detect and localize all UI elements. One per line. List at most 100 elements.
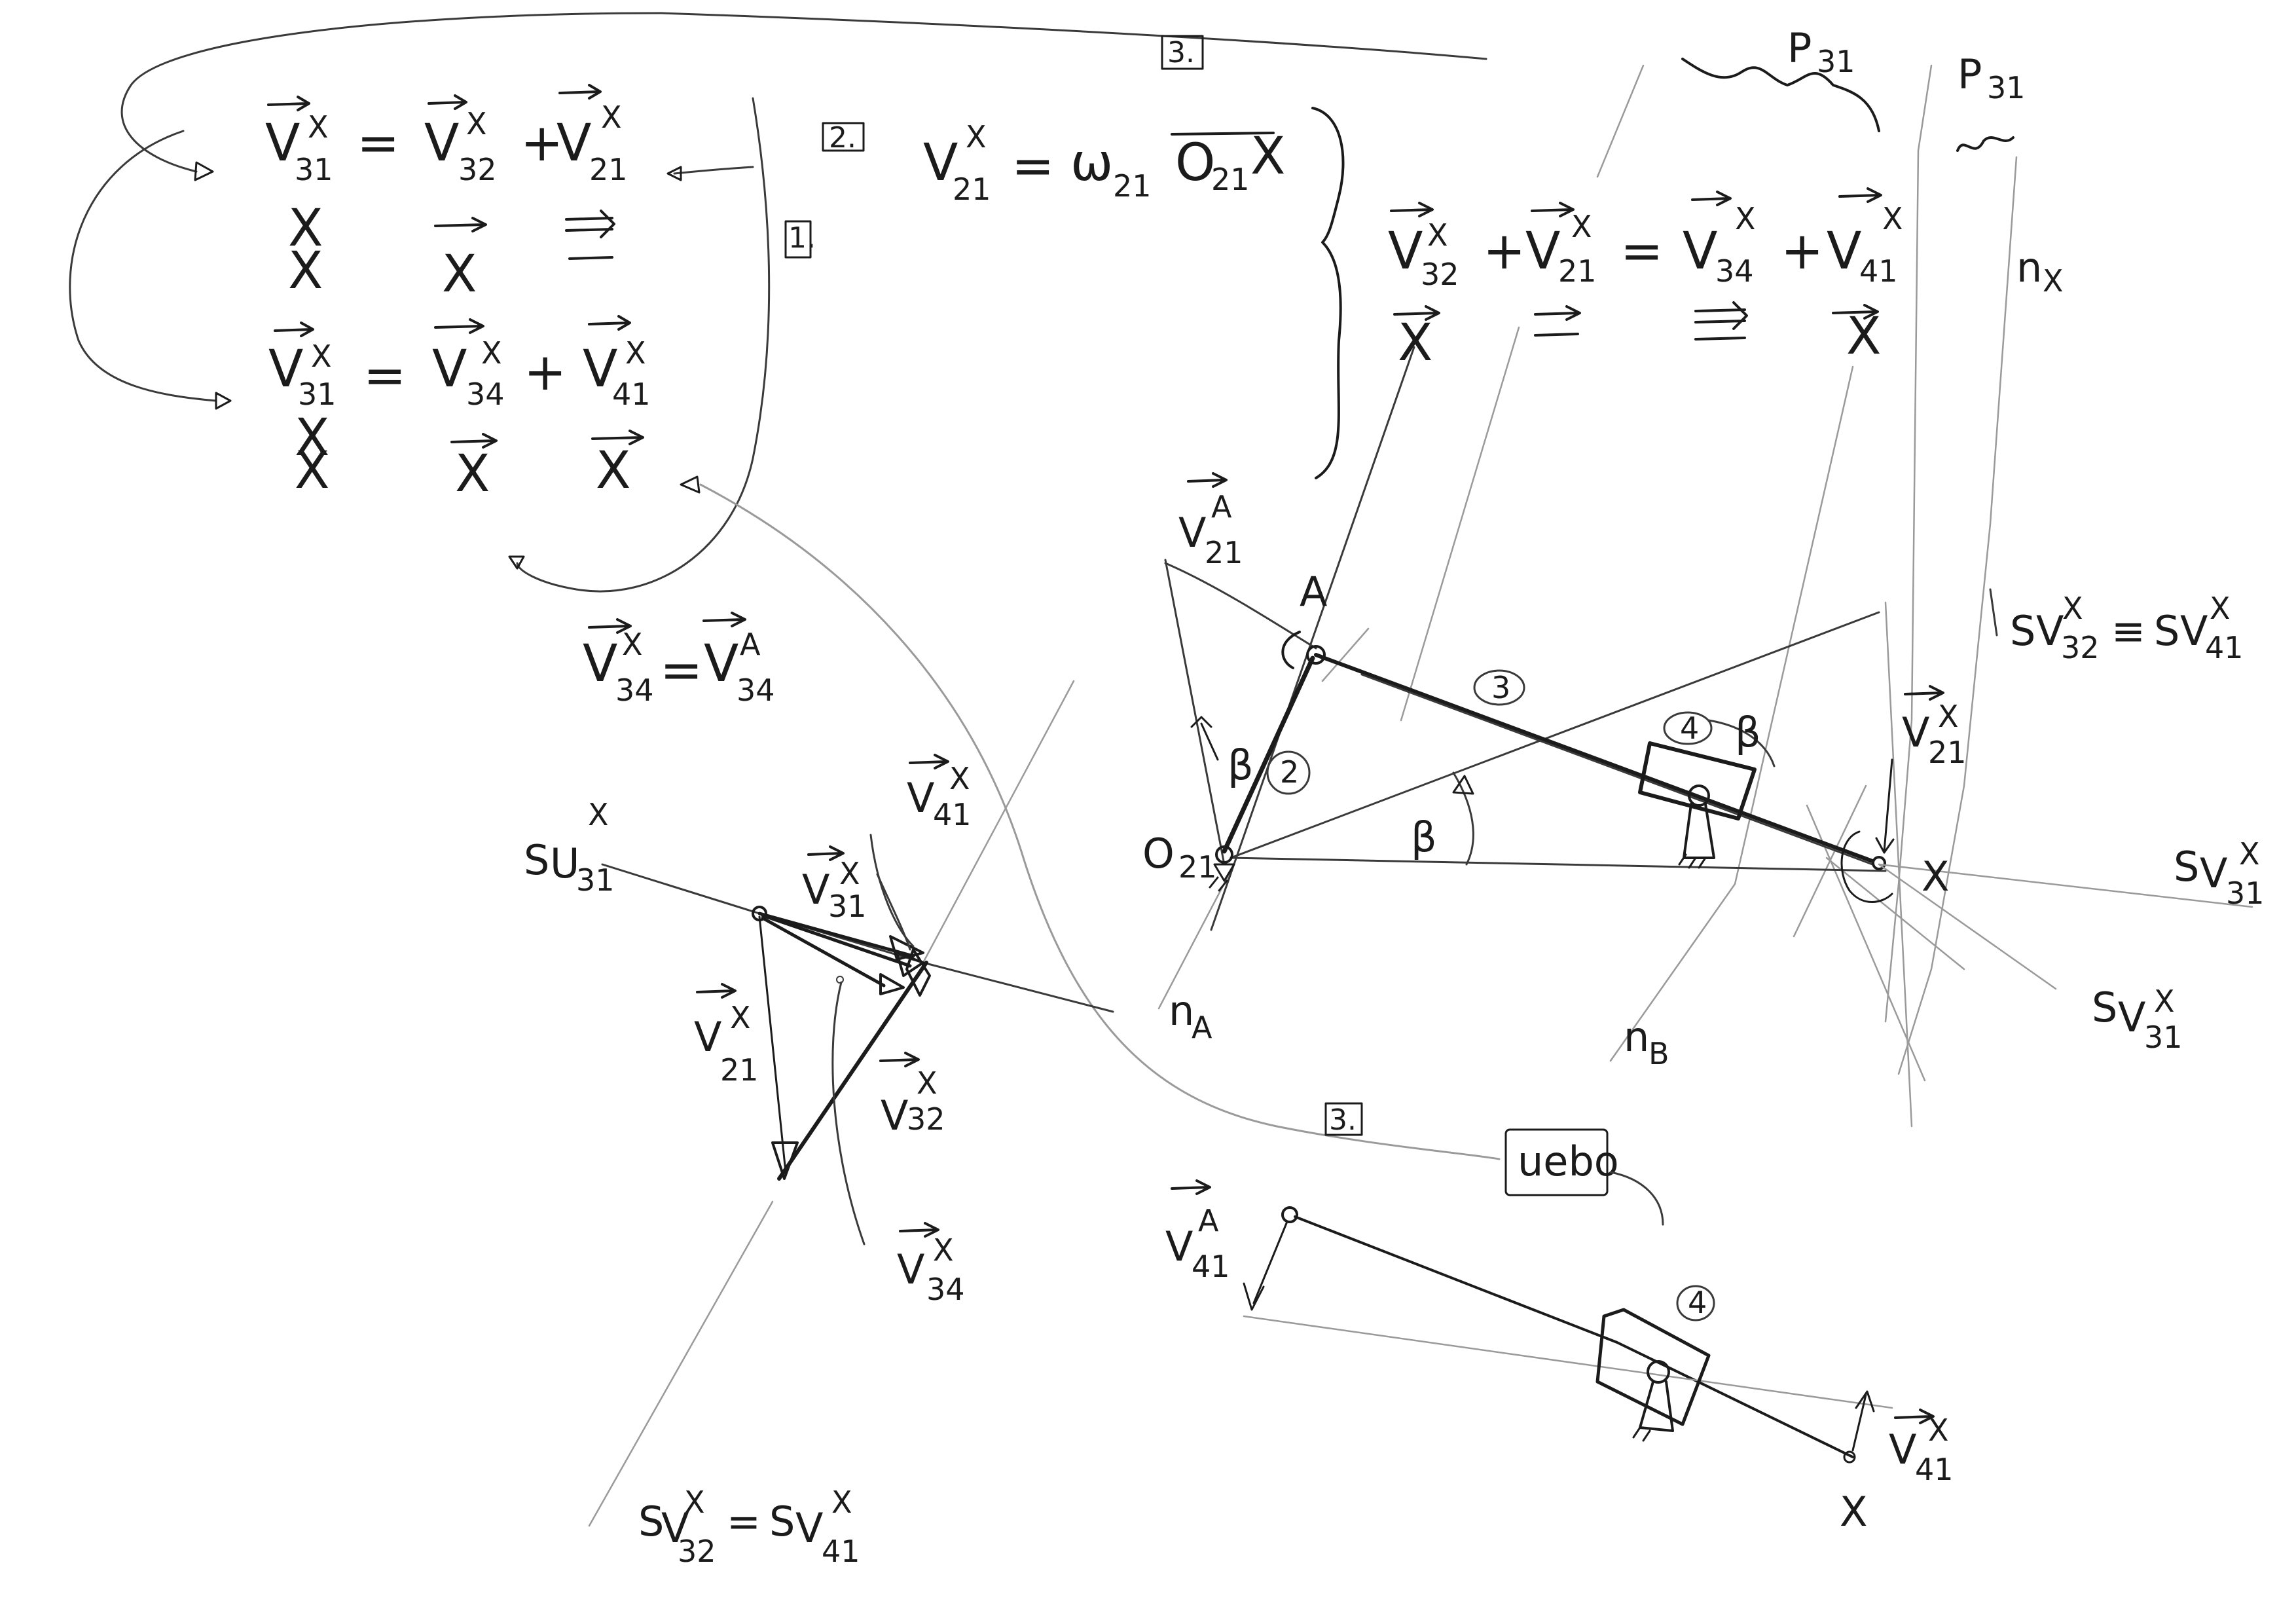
p31-a-sub: 31	[1817, 44, 1855, 79]
mechanism	[1157, 64, 2253, 1128]
alt-v41x-sup: X	[1928, 1412, 1949, 1448]
v32: V	[881, 1092, 908, 1139]
su31-sup: X	[588, 797, 609, 832]
eq4-t2-sup: X	[1571, 209, 1592, 244]
eq2-row2-d: X	[596, 441, 630, 500]
v31-sub: 31	[828, 889, 867, 924]
sv-eq-s2: S	[2154, 607, 2179, 655]
bottom-sup1: X	[684, 1485, 705, 1520]
eq3-seg-tail: X	[1250, 127, 1285, 186]
link-4-circle	[1663, 711, 1713, 745]
sv-eq-sub1: 32	[2061, 630, 2100, 665]
n-X-sub: X	[2043, 263, 2064, 299]
bottom-sub1: 32	[678, 1534, 716, 1569]
box-3-top-label: 3.	[1167, 36, 1195, 69]
eq3-omega: ω	[1070, 134, 1113, 193]
eq4-t2: V	[1525, 222, 1560, 281]
v31-sup: X	[839, 856, 860, 891]
point-O-sub: 21	[1178, 849, 1217, 885]
su31-s: S	[524, 836, 549, 884]
v21: V	[694, 1013, 721, 1061]
equation-v31-v34-v41: V 31 X = V 34 X + V 41 X X X X X	[268, 315, 651, 504]
p31-brace	[1681, 58, 1880, 132]
bottom-op: =	[727, 1498, 761, 1545]
eq1-t1: V	[424, 114, 459, 173]
alt-point-x: X	[1840, 1488, 1867, 1536]
v34-sub: 34	[926, 1272, 965, 1307]
sv34-v: V	[2118, 993, 2145, 1041]
sv31-right-sup: X	[2239, 836, 2260, 872]
v41-sup: X	[949, 761, 970, 796]
eq1-lhs-sub: 31	[295, 152, 333, 187]
su31-sub: 31	[576, 862, 615, 898]
box-2	[822, 122, 865, 152]
p31-b: P	[1958, 50, 1982, 98]
sv-eq-sup2: X	[2210, 591, 2231, 626]
beta-angle-b: β	[1411, 813, 1437, 861]
sv34-sup: X	[2154, 984, 2175, 1019]
v41: V	[907, 774, 934, 822]
eq1-row2-b: X	[288, 242, 323, 301]
v41-sub: 41	[933, 797, 972, 832]
v21-sup: X	[730, 1000, 751, 1035]
box-1	[784, 220, 812, 259]
eq3-lhs: V	[923, 134, 958, 193]
eq2-t2: V	[583, 340, 617, 399]
eq1-lhs: V	[265, 114, 300, 173]
link-2-circle	[1266, 750, 1311, 795]
v21x-sub: 21	[1928, 735, 1967, 770]
v21a: V	[1178, 509, 1206, 557]
alt-link-4-circle	[1676, 1285, 1715, 1321]
eq3-seg-sub: 21	[1211, 162, 1250, 197]
v34: V	[897, 1246, 924, 1293]
alt-v41a-sub: 41	[1192, 1249, 1230, 1284]
eq2-t1-sub: 34	[466, 377, 505, 412]
beta-angle-c: β	[1735, 709, 1761, 756]
eq4-t3: V	[1683, 222, 1717, 281]
v21-sub: 21	[720, 1052, 759, 1088]
link-3-circle	[1473, 669, 1525, 706]
v32-sup: X	[917, 1065, 938, 1101]
link-3-label: 3	[1491, 670, 1510, 705]
eq4-op3: +	[1781, 222, 1823, 281]
box-3-mid	[1324, 1102, 1363, 1136]
eq1-row2-a: X	[288, 199, 323, 258]
p31-a: P	[1787, 24, 1812, 72]
nebo-label: uebo	[1518, 1137, 1619, 1185]
v34-sup: X	[933, 1232, 954, 1268]
eq2-t2-sub: 41	[612, 377, 651, 412]
eq4-t2-sub: 21	[1558, 253, 1597, 289]
eq5-lhs: V	[583, 635, 617, 693]
sv-eq-sub2: 41	[2205, 630, 2244, 665]
n-A: n	[1169, 987, 1194, 1035]
alt-v41a: V	[1165, 1223, 1193, 1270]
eq4-t1-sub: 32	[1421, 257, 1459, 292]
p31-b-sub: 31	[1987, 70, 2026, 105]
eq2-lhs-sub: 31	[298, 377, 337, 412]
eq5-rhs-sup: A	[740, 627, 761, 662]
eq5-rhs-sub: 34	[737, 673, 775, 708]
sv31-right-s: S	[2174, 843, 2199, 891]
eq4-t3-sup: X	[1735, 201, 1756, 236]
sv-eq-op: ≡	[2111, 607, 2145, 655]
eq1-op2: +	[520, 114, 563, 173]
sv-eq-s: S	[2010, 607, 2035, 655]
box-2-label: 2.	[829, 121, 856, 155]
sv34-s: S	[2092, 984, 2117, 1031]
eq1-t2-sub: 21	[589, 152, 628, 187]
eq2-lhs-sup: X	[311, 339, 332, 374]
equation-v34-vA: V 34 X = V 34 A	[583, 612, 775, 708]
eq2-row2-a: X	[295, 409, 329, 468]
point-X: X	[1922, 853, 1949, 900]
eq1-row2-c: X	[442, 245, 477, 304]
sv31-right-sub: 31	[2226, 876, 2265, 911]
bottom-s2: S	[769, 1498, 795, 1545]
v21x: V	[1902, 709, 1929, 756]
eq2-lhs: V	[268, 340, 303, 399]
bottom-v1: V	[661, 1504, 689, 1552]
v21a-sup: A	[1211, 489, 1232, 525]
eq5-rhs: V	[704, 635, 738, 693]
n-A-sub: A	[1192, 1010, 1212, 1045]
eq2-row2-c: X	[455, 445, 490, 504]
